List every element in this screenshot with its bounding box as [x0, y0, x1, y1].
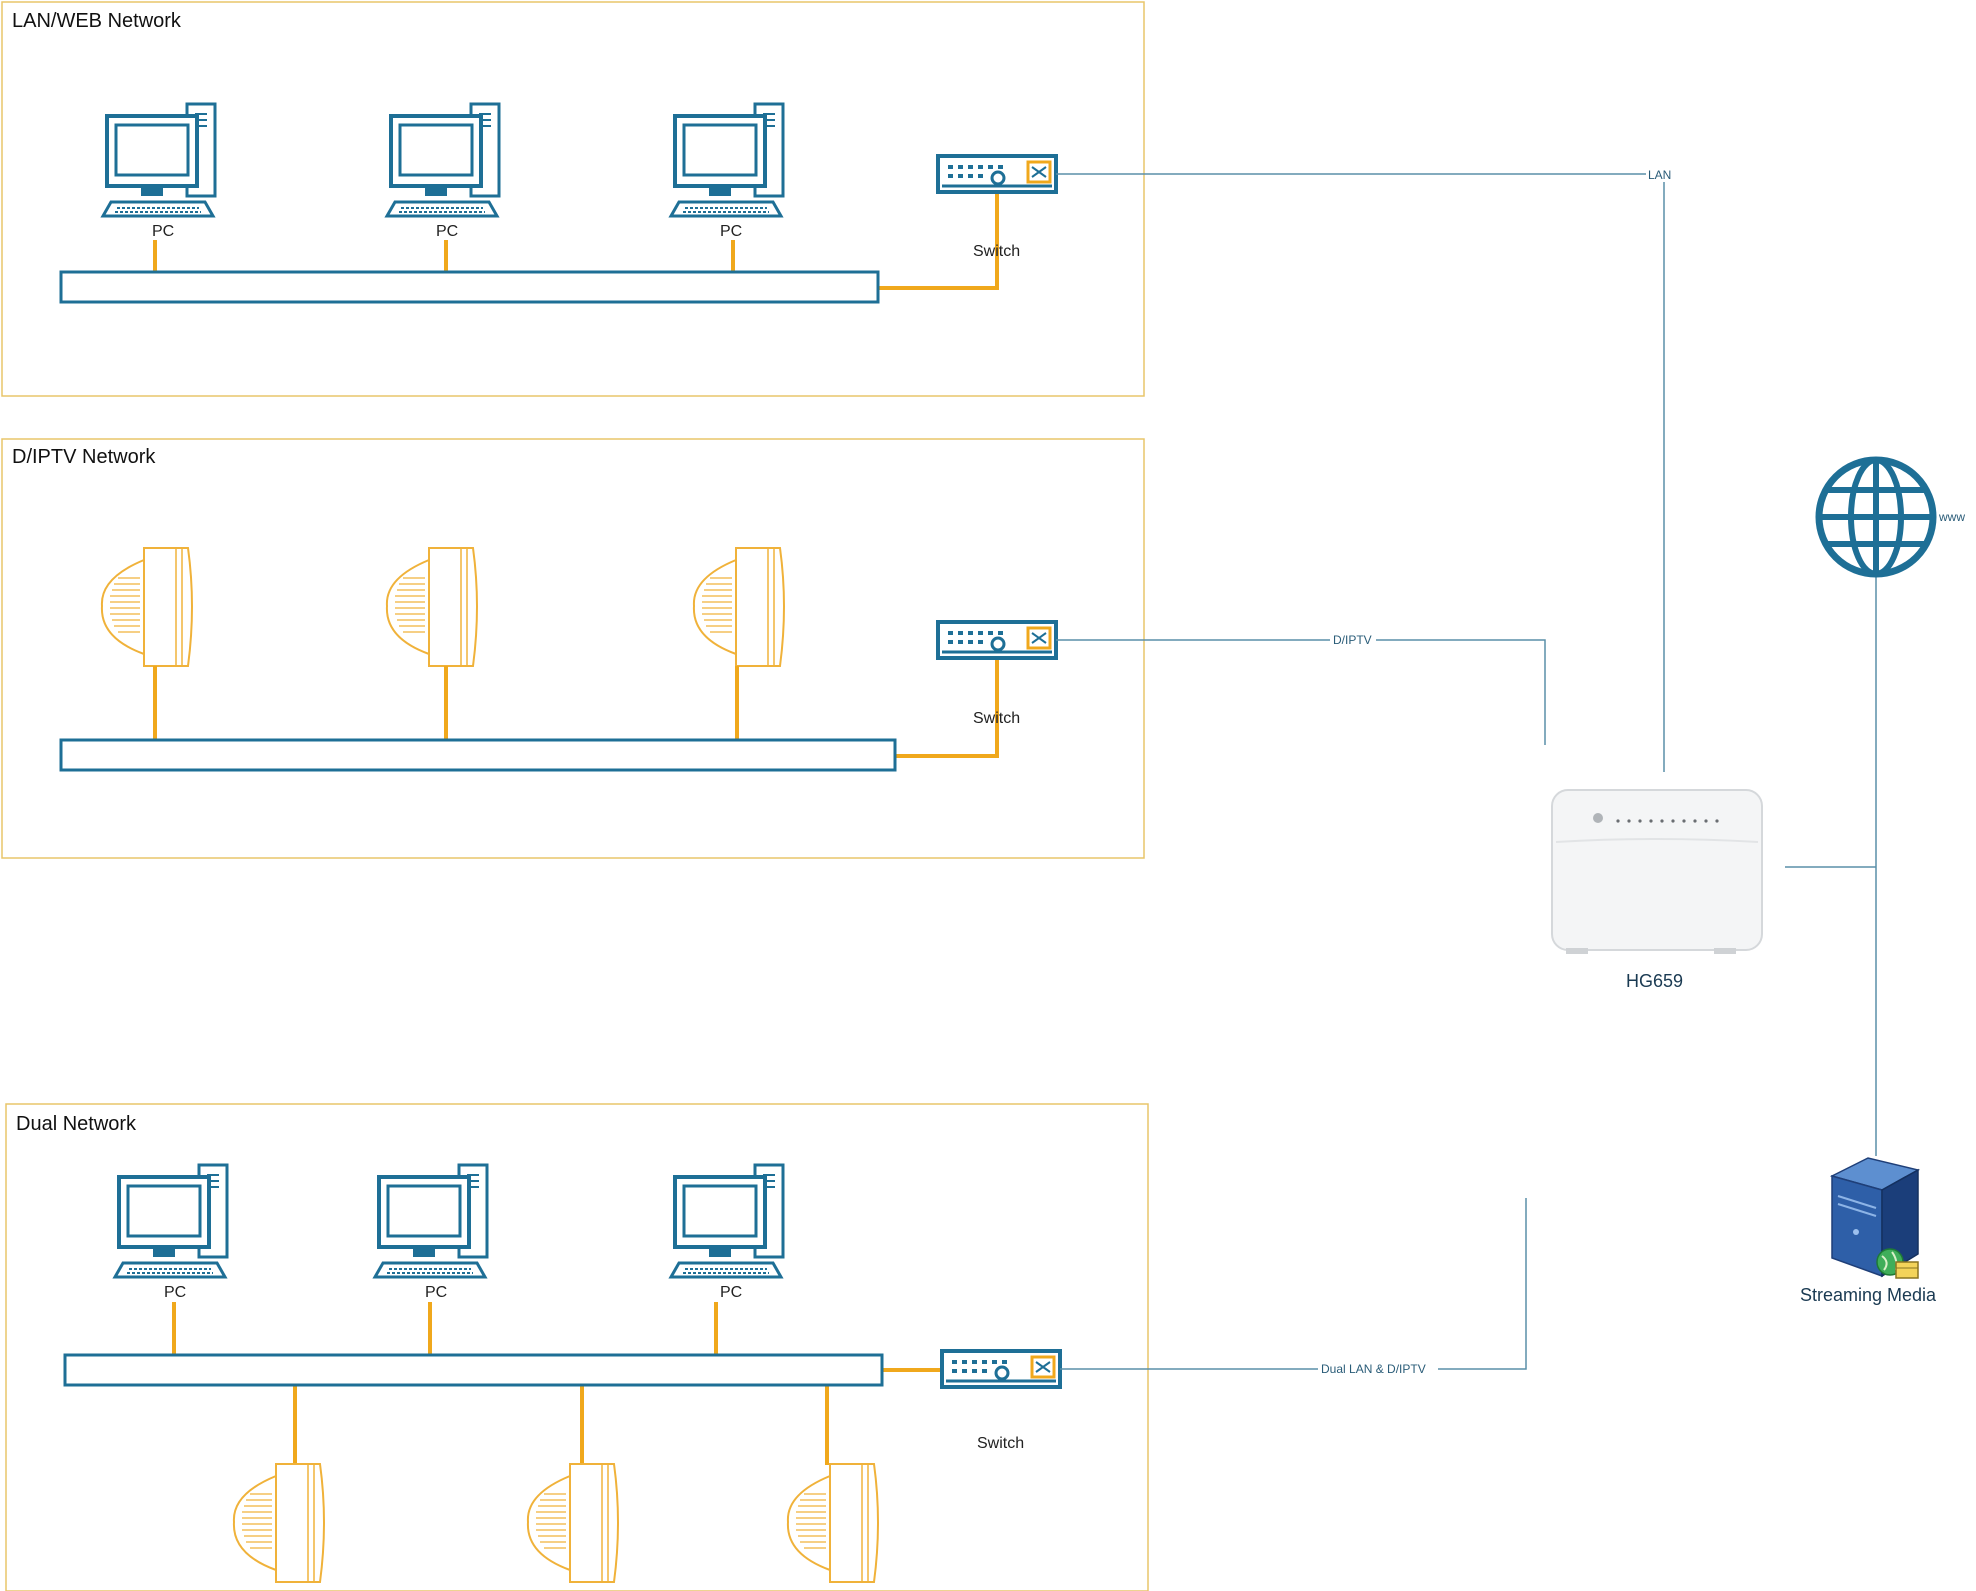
lan-cables: [153, 186, 999, 290]
pc-label: PC: [425, 1284, 447, 1301]
set-top-box-icon[interactable]: [786, 1463, 879, 1583]
dual-bus-bar: [63, 1353, 884, 1387]
pc-icon[interactable]: [669, 1163, 785, 1279]
pc-icon[interactable]: [669, 102, 785, 218]
pc-icon[interactable]: [113, 1163, 229, 1279]
set-top-box-icon[interactable]: [692, 547, 785, 667]
pc-label: PC: [720, 223, 742, 240]
pc-label: PC: [436, 223, 458, 240]
router-logo-icon: [1593, 813, 1603, 823]
internet-label: www: [1938, 510, 1965, 524]
dual-cables: [172, 1302, 942, 1465]
server-icon[interactable]: [1829, 1157, 1921, 1279]
dual-frame: [5, 1103, 1149, 1591]
pc-label: PC: [164, 1284, 186, 1301]
dual-link-label: Dual LAN & D/IPTV: [1321, 1362, 1426, 1376]
lan-web-network-group: LAN/WEB Network PC PC PC Switch: [1, 1, 1145, 397]
lan-link-label: LAN: [1648, 168, 1671, 182]
link-label-bg: [1318, 1361, 1438, 1377]
globe-icon[interactable]: [1815, 456, 1937, 578]
router-body[interactable]: [1551, 789, 1763, 951]
switch-icon[interactable]: [936, 154, 1058, 194]
router-device[interactable]: [1551, 789, 1763, 954]
dual-network-group: Dual Network PC PC PC Switch: [5, 1103, 1149, 1591]
iptv-frame: [1, 438, 1145, 859]
switch-label: Switch: [973, 243, 1020, 260]
set-top-box-icon[interactable]: [526, 1463, 619, 1583]
link-label-bg: [1646, 166, 1682, 182]
lan-web-frame: [1, 1, 1145, 397]
pc-label: PC: [152, 223, 174, 240]
iptv-cables: [153, 652, 999, 758]
pc-icon[interactable]: [373, 1163, 489, 1279]
lan-web-title: LAN/WEB Network: [12, 10, 182, 32]
uplink-lines: [1056, 173, 1877, 1370]
iptv-title: D/IPTV Network: [12, 446, 156, 468]
router-led-icons: [1616, 819, 1719, 823]
iptv-network-group: D/IPTV Network Switch: [1, 438, 1145, 859]
set-top-box-icon[interactable]: [385, 547, 478, 667]
switch-icon[interactable]: [936, 620, 1058, 660]
pc-icon[interactable]: [101, 102, 217, 218]
lan-bus-bar: [59, 270, 880, 304]
router-label: HG659: [1626, 971, 1683, 991]
iptv-link-label: D/IPTV: [1333, 633, 1372, 647]
switch-label: Switch: [977, 1435, 1024, 1452]
iptv-bus-bar: [59, 738, 897, 772]
pc-icon[interactable]: [385, 102, 501, 218]
dual-title: Dual Network: [16, 1113, 137, 1135]
switch-icon[interactable]: [940, 1349, 1062, 1389]
server-label: Streaming Media: [1800, 1285, 1937, 1305]
set-top-box-icon[interactable]: [100, 547, 193, 667]
pc-label: PC: [720, 1284, 742, 1301]
set-top-box-icon[interactable]: [232, 1463, 325, 1583]
switch-label: Switch: [973, 710, 1020, 727]
link-label-bg: [1330, 632, 1376, 648]
